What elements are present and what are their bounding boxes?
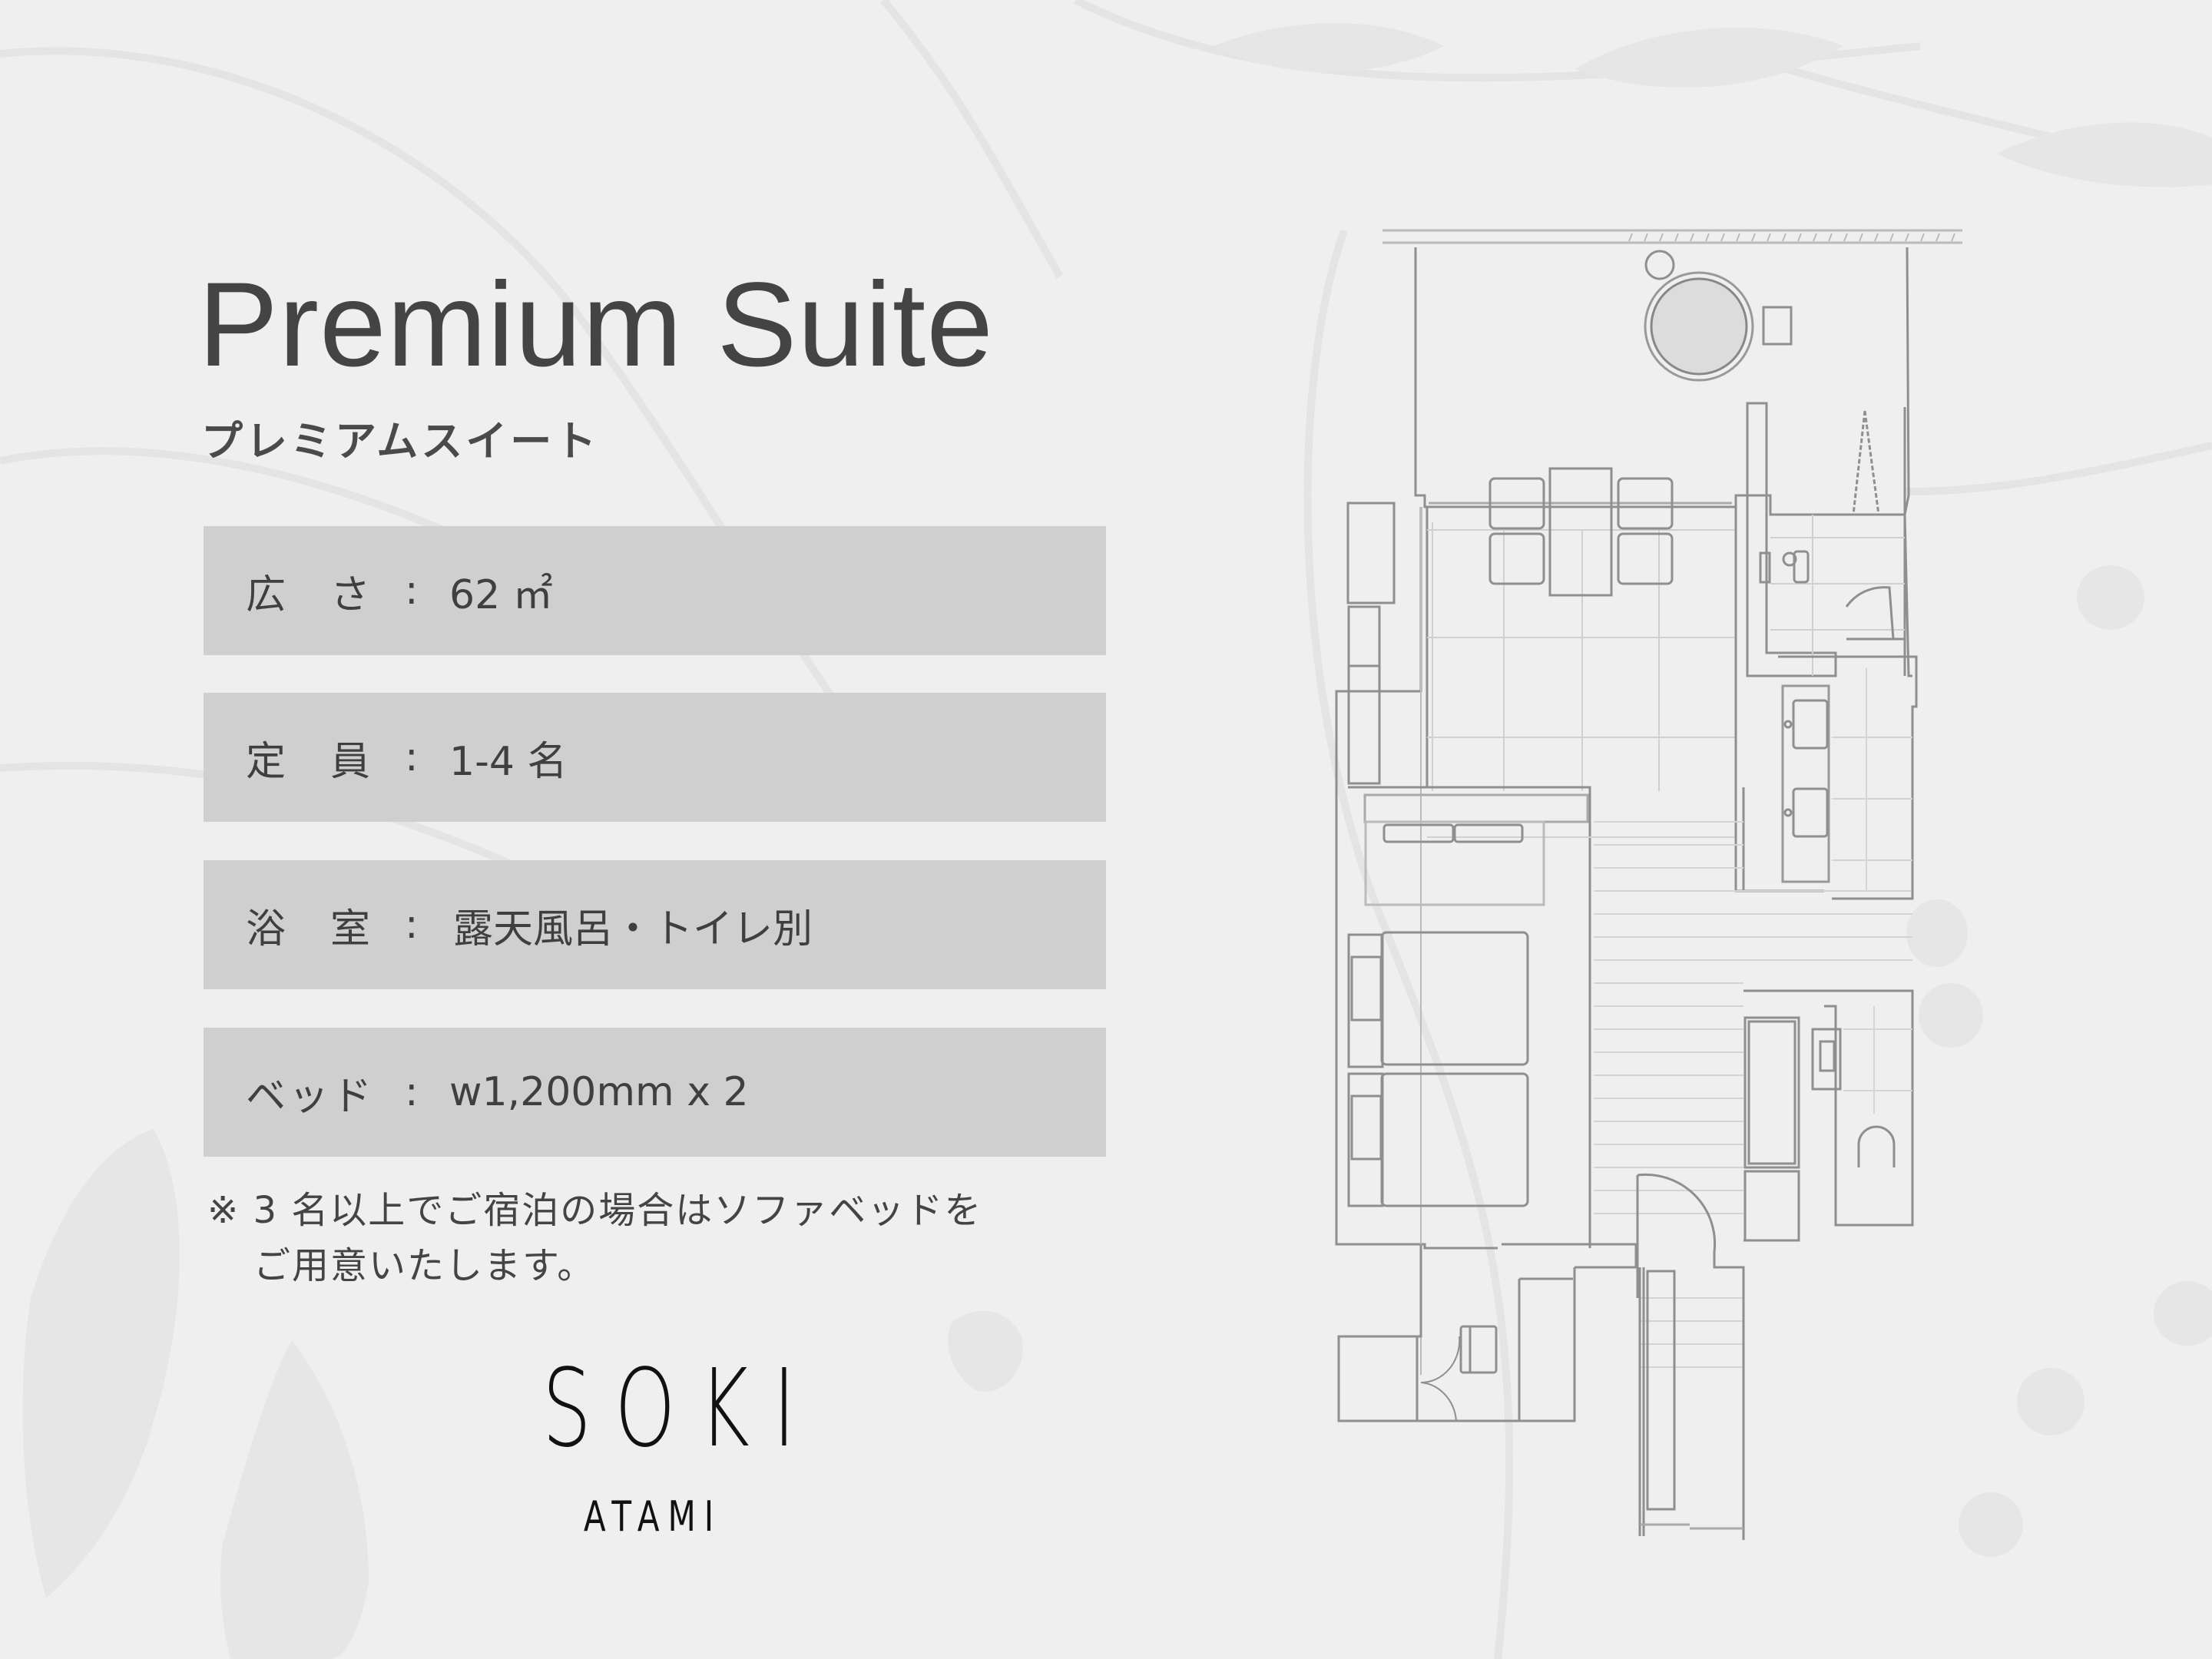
spec-value: 62 ㎡ [449, 571, 553, 618]
room-title-ja: プレミアムスイート [201, 417, 600, 465]
open-air-bath-icon [1644, 250, 1793, 382]
room-title-en: Premium Suite [198, 258, 994, 392]
spec-row-bath: 浴室 : 露天風呂・トイレ別 [204, 860, 1106, 989]
note-line-1: ※ 3 名以上でご宿泊の場合はソファベッドを [207, 1189, 983, 1232]
note-line-2: ご用意いたします。 [253, 1244, 596, 1287]
sofa-bed-note: ※ 3 名以上でご宿泊の場合はソファベッドを ご用意いたします。 [207, 1183, 982, 1293]
spec-value: 1-4 名 [449, 738, 568, 785]
twin-beds-icon [1347, 931, 1529, 1207]
toilet-icon [1811, 1028, 1896, 1167]
spec-label: 浴室 [246, 906, 416, 952]
corridor-flooring [1594, 821, 1912, 1368]
spec-row-area: 広さ : 62 ㎡ [204, 526, 1106, 655]
brand-logo-location: ATAMI [583, 1492, 723, 1541]
floor-tile-grid [1427, 522, 1736, 838]
spec-row-capacity: 定員 : 1-4 名 [204, 693, 1106, 822]
double-vanity-icon [1783, 699, 1829, 838]
brand-logo-name: SOKI [542, 1346, 820, 1472]
spec-label: 定員 [246, 738, 416, 785]
dining-table-icon [1488, 467, 1674, 597]
balcony-railing-hatch [1628, 233, 1955, 242]
spec-label: 広さ [246, 571, 416, 618]
spec-colon: : [405, 568, 419, 614]
spec-label: ベッド [246, 1073, 376, 1120]
spec-row-bed: ベッド : w1,200mm x 2 [204, 1028, 1106, 1157]
spec-value: 露天風呂・トイレ別 [453, 906, 813, 952]
spec-value: w1,200mm x 2 [449, 1069, 749, 1115]
spec-colon: : [405, 1069, 419, 1115]
spec-colon: : [405, 902, 419, 948]
spec-colon: : [405, 734, 419, 780]
